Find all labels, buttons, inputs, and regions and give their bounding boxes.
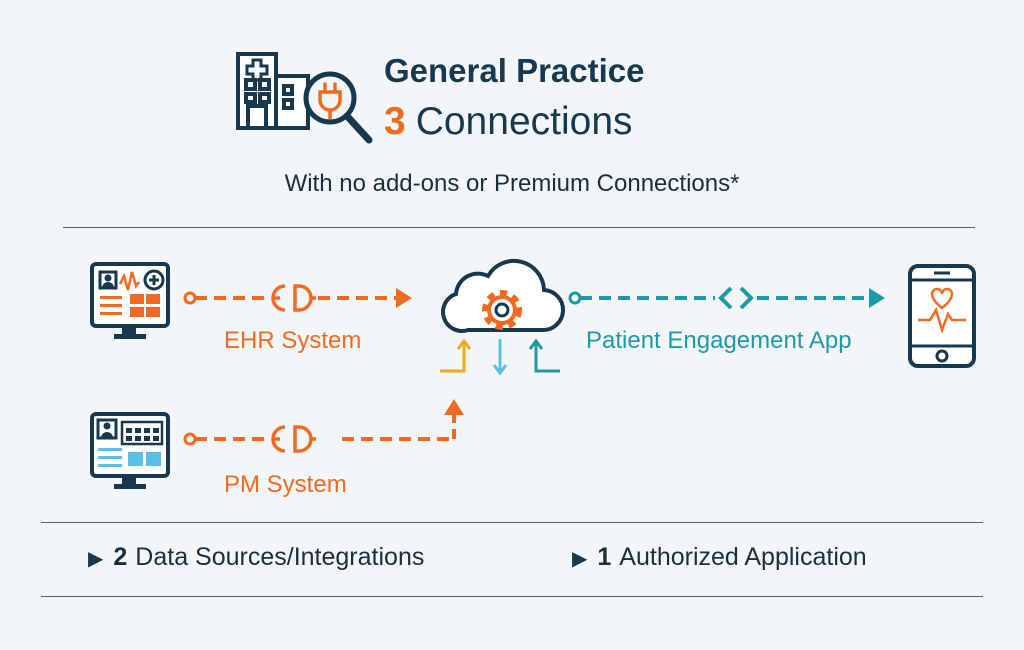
ehr-plug-icon	[271, 284, 316, 312]
pm-plug-icon	[271, 425, 316, 453]
page-subtitle: With no add-ons or Premium Connections*	[284, 170, 740, 197]
pm-connection-line	[183, 399, 464, 453]
bottom-divider	[41, 596, 983, 597]
yellow-up-arrow	[440, 338, 472, 373]
hospital-search-icon	[236, 52, 373, 144]
patient-app-label: Patient Engagement App	[586, 327, 852, 354]
ehr-monitor-icon	[90, 262, 170, 339]
teal-up-arrow	[528, 338, 560, 373]
connections-count: 3	[384, 100, 406, 143]
triangle-bullet-icon: ▶	[572, 548, 588, 570]
pm-system-label: PM System	[224, 471, 347, 498]
code-brackets-icon	[718, 286, 754, 310]
ehr-system-label: EHR System	[224, 327, 362, 354]
top-divider	[63, 227, 975, 228]
page-title: General Practice	[384, 52, 645, 89]
connections-label: Connections	[415, 100, 633, 143]
pm-monitor-icon	[90, 412, 170, 489]
authorized-apps-count: 1	[597, 543, 612, 571]
app-connection-line	[568, 286, 885, 310]
data-sources-count: 2	[113, 543, 128, 571]
authorized-apps-label: Authorized Application	[619, 543, 867, 571]
data-flow-arrows	[440, 338, 560, 376]
smartphone-health-icon	[908, 264, 976, 368]
data-sources-label: Data Sources/Integrations	[135, 543, 425, 571]
middle-divider	[41, 522, 983, 523]
triangle-bullet-icon: ▶	[88, 548, 104, 570]
light-blue-down-arrow	[492, 339, 508, 376]
cloud-gear-icon	[441, 258, 566, 333]
ehr-connection-line	[183, 284, 412, 312]
